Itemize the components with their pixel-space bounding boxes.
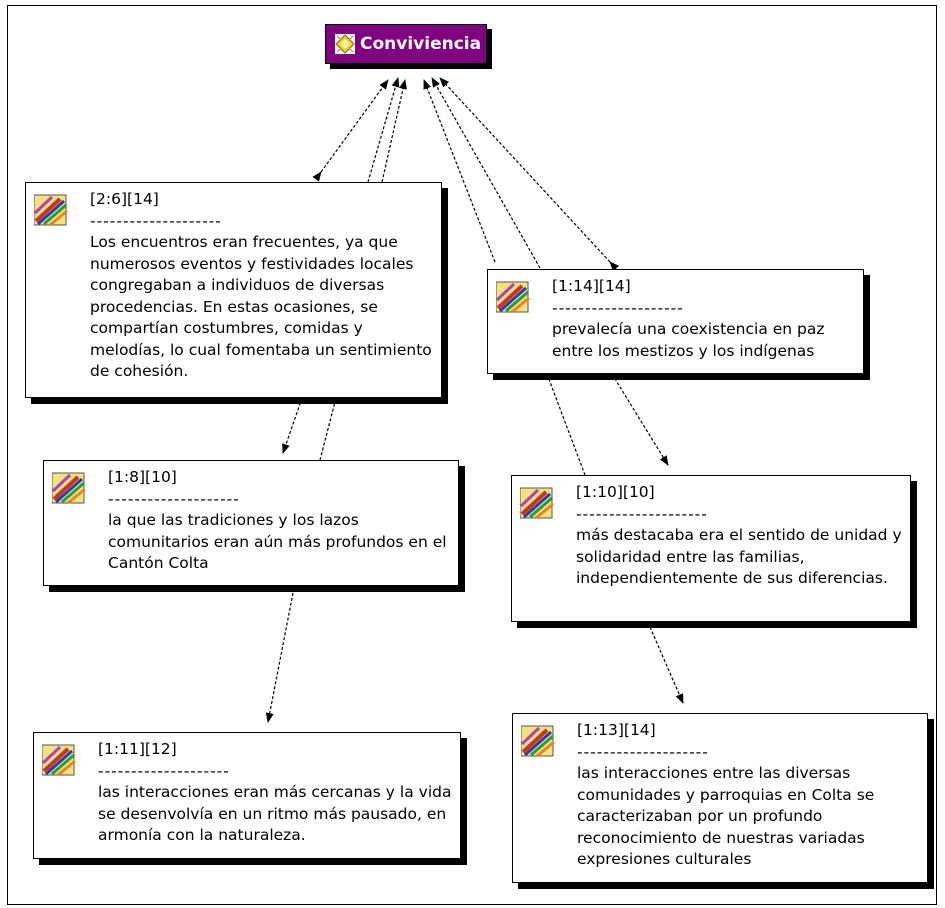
- quotation-icon: [42, 744, 76, 777]
- link-line: [439, 77, 620, 272]
- quotation-text: prevalecía una coexistencia en paz entre…: [552, 320, 825, 360]
- quotation-icon: [520, 487, 554, 520]
- quotation-separator: --------------------: [552, 298, 684, 317]
- code-diamond-icon: [335, 34, 355, 54]
- quotation-icon: [496, 281, 530, 314]
- quotation-icon: [34, 194, 68, 227]
- quotation-text: las interacciones eran más cercanas y la…: [98, 783, 452, 844]
- link-line: [431, 77, 541, 269]
- link-line: [611, 373, 669, 466]
- quotation-card-2-6[interactable]: [2:6][14] -------------------- Los encue…: [25, 182, 442, 398]
- quotation-separator: --------------------: [98, 761, 230, 780]
- quotation-ref: [2:6][14]: [90, 190, 159, 208]
- link-line: [649, 626, 684, 704]
- quotation-ref: [1:11][12]: [98, 740, 177, 758]
- link-line: [265, 592, 294, 723]
- quotation-text: las interacciones entre las diversas com…: [577, 764, 875, 868]
- quotation-icon: [52, 472, 86, 505]
- quotation-card-1-14[interactable]: [1:14][14] -------------------- prevalec…: [487, 269, 864, 374]
- link-line: [381, 79, 407, 183]
- quotation-ref: [1:13][14]: [577, 721, 656, 739]
- link-line: [319, 397, 337, 461]
- quotation-ref: [1:10][10]: [576, 483, 655, 501]
- quotation-card-1-8[interactable]: [1:8][10] -------------------- la que la…: [43, 460, 459, 586]
- quotation-card-1-10[interactable]: [1:10][10] -------------------- más dest…: [511, 475, 911, 622]
- link-line: [282, 397, 303, 454]
- quotation-card-1-11[interactable]: [1:11][12] -------------------- las inte…: [33, 732, 461, 859]
- quotation-separator: --------------------: [576, 504, 708, 523]
- quotation-text: más destacaba era el sentido de unidad y…: [576, 526, 902, 587]
- quotation-ref: [1:14][14]: [552, 277, 631, 295]
- code-node-label: Conviviencia: [360, 34, 482, 54]
- diagram-frame: [7, 5, 937, 905]
- link-line: [546, 373, 586, 476]
- quotation-text: la que las tradiciones y los lazos comun…: [108, 511, 447, 572]
- link-line: [367, 77, 400, 183]
- quotation-icon: [521, 725, 555, 758]
- link-line: [312, 79, 389, 182]
- quotation-ref: [1:8][10]: [108, 468, 177, 486]
- quotation-separator: --------------------: [108, 489, 240, 508]
- code-node-conviviencia[interactable]: Conviviencia: [325, 24, 487, 64]
- quotation-separator: --------------------: [90, 211, 222, 230]
- quotation-text: Los encuentros eran frecuentes, ya que n…: [90, 233, 432, 380]
- quotation-separator: --------------------: [577, 742, 709, 761]
- quotation-card-1-13[interactable]: [1:13][14] -------------------- las inte…: [512, 713, 928, 883]
